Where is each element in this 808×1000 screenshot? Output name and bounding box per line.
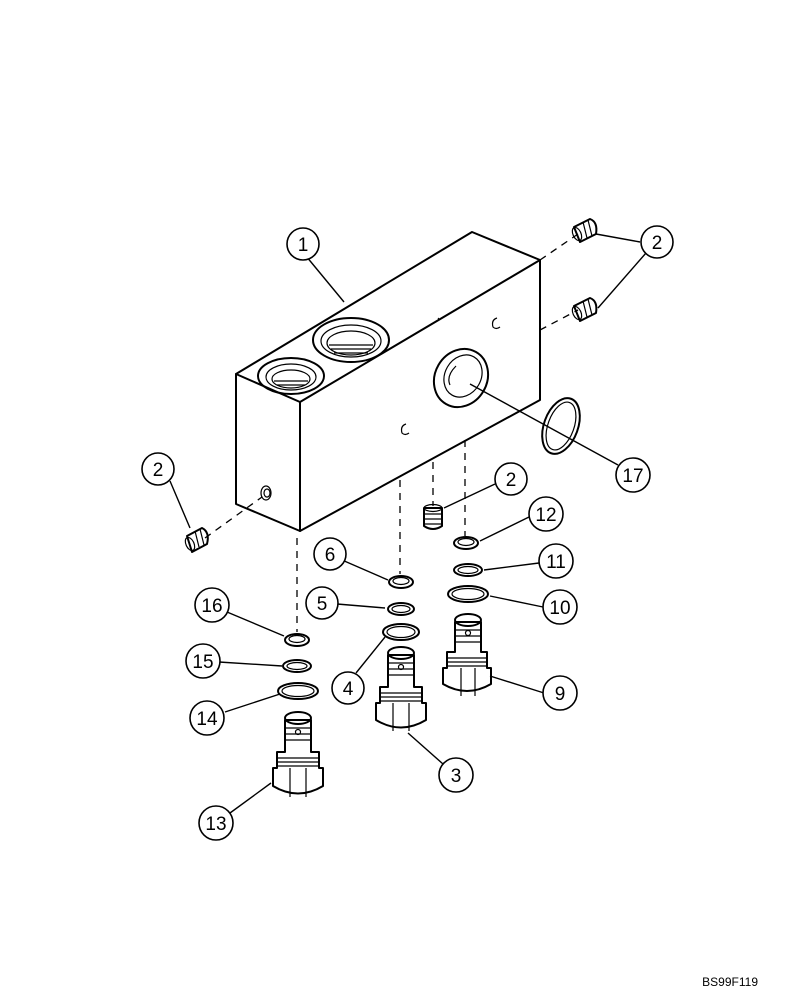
top-port-large <box>312 317 390 363</box>
backup-ring-12 <box>453 536 479 550</box>
callout-12: 12 <box>528 496 564 532</box>
callout-3: 3 <box>438 757 474 793</box>
svg-text:16: 16 <box>201 596 222 617</box>
o-ring-15 <box>282 659 312 673</box>
svg-text:14: 14 <box>196 709 218 730</box>
callout-5: 5 <box>305 586 339 620</box>
o-ring-5 <box>387 602 415 616</box>
callout-2-left: 2 <box>141 452 175 486</box>
top-port-small <box>257 357 325 395</box>
figure-reference-code: BS99F119 <box>702 975 758 989</box>
callout-6: 6 <box>313 537 347 571</box>
svg-text:1: 1 <box>298 235 309 256</box>
cartridge-valve-13 <box>272 711 324 797</box>
svg-text:11: 11 <box>546 552 566 573</box>
svg-text:13: 13 <box>205 814 226 835</box>
svg-text:2: 2 <box>506 470 517 491</box>
callout-2-top: 2 <box>640 225 674 259</box>
svg-text:2: 2 <box>652 233 663 254</box>
plug-left <box>184 527 209 553</box>
callout-10: 10 <box>542 589 578 625</box>
callout-4: 4 <box>331 671 365 705</box>
o-ring-17 <box>541 397 581 455</box>
callout-1: 1 <box>286 227 320 261</box>
svg-text:10: 10 <box>549 598 570 619</box>
svg-text:4: 4 <box>343 679 354 700</box>
assembly-lines <box>204 233 579 632</box>
callout-9: 9 <box>542 675 578 711</box>
backup-ring-6 <box>388 575 414 589</box>
leader-lines <box>169 233 647 814</box>
o-ring-14 <box>277 682 319 700</box>
valve-block <box>235 231 541 532</box>
o-ring-11 <box>453 563 483 577</box>
callout-17: 17 <box>615 457 651 493</box>
callout-15: 15 <box>185 643 221 679</box>
callout-16: 16 <box>194 587 230 623</box>
svg-text:6: 6 <box>325 545 336 566</box>
svg-text:3: 3 <box>451 766 462 787</box>
callouts: 1 2 2 2 17 12 11 10 <box>141 225 674 841</box>
callout-2-bottom: 2 <box>494 462 528 496</box>
svg-text:9: 9 <box>555 684 566 705</box>
backup-ring-16 <box>284 633 310 647</box>
callout-14: 14 <box>189 700 225 736</box>
cartridge-valve-3 <box>375 646 427 731</box>
side-port <box>432 347 490 409</box>
svg-text:15: 15 <box>192 652 213 673</box>
svg-text:17: 17 <box>622 466 643 487</box>
callout-13: 13 <box>198 805 234 841</box>
o-ring-4 <box>382 623 420 641</box>
cartridge-valve-9 <box>442 613 492 696</box>
plug-bottom <box>423 503 443 530</box>
svg-text:5: 5 <box>317 594 328 615</box>
callout-11: 11 <box>538 543 574 579</box>
svg-text:12: 12 <box>535 505 556 526</box>
plug-middle <box>571 297 598 322</box>
plug-top <box>571 218 598 243</box>
o-ring-10 <box>447 585 489 603</box>
svg-text:2: 2 <box>153 460 164 481</box>
